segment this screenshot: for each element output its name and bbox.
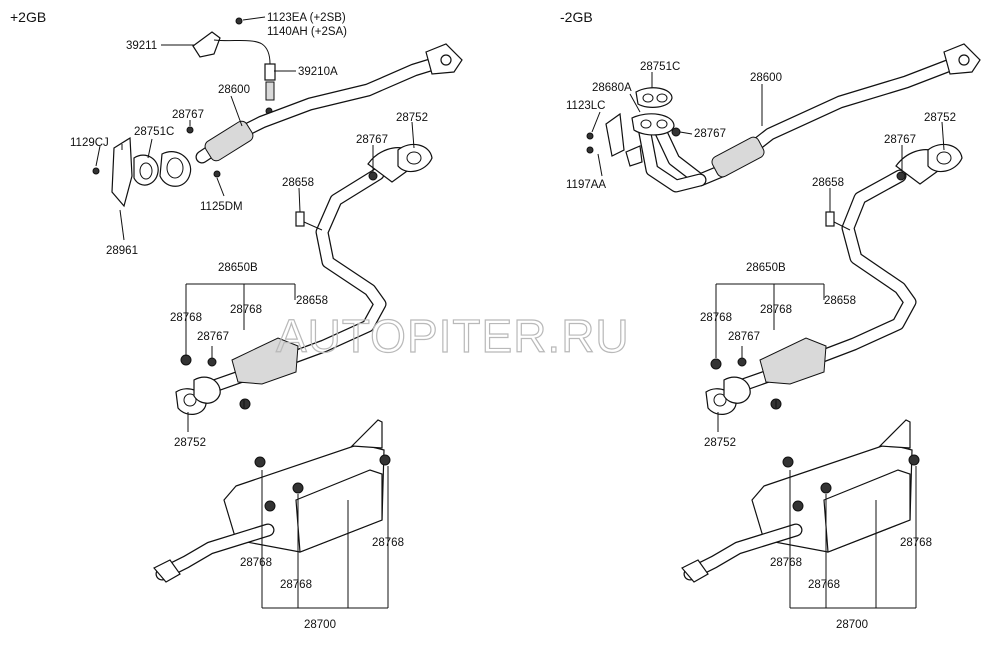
label-28680a: 28680A [592,82,632,94]
label-28751c: 28751C [640,61,680,73]
label-28767-a: 28767 [172,109,204,121]
label-28767-c: 28767 [728,331,760,343]
leader-lines [95,16,415,609]
label-1140ah: 1140AH (+2SA) [267,26,347,38]
label-28600: 28600 [218,84,250,96]
label-28768-e: 28768 [900,537,932,549]
manifold-connection [92,126,221,208]
oxygen-sensor [192,17,276,115]
label-28768-c: 28768 [770,557,802,569]
label-28767-c: 28767 [197,331,229,343]
label-28600: 28600 [750,72,782,84]
label-28650b: 28650B [218,262,258,274]
variant-label: +2GB [10,9,46,25]
muffler [153,419,391,583]
label-28700: 28700 [836,619,868,631]
label-28658-b: 28658 [296,295,328,307]
label-1197aa: 1197AA [566,179,606,191]
label-28752-a: 28752 [924,112,956,124]
label-28658-a: 28658 [812,177,844,189]
label-28751c: 28751C [134,126,174,138]
label-28752-b: 28752 [704,437,736,449]
label-28961: 28961 [106,245,138,257]
catalytic-pipe [175,143,433,415]
right-panel: -2GB [560,9,981,631]
label-28658-b: 28658 [824,295,856,307]
catalytic-pipe [705,143,963,415]
label-28768-b: 28768 [230,304,262,316]
label-28768-a: 28768 [170,312,202,324]
label-1129cj: 1129CJ [70,137,109,149]
left-panel: +2GB [10,9,463,631]
part-labels: 1123EA (+2SB) 1140AH (+2SA) 39211 39210A… [70,12,428,631]
part-labels: 28751C 28680A 28600 1123LC 28767 1197AA … [566,61,956,631]
watermark: AUTOPITER.RU [276,310,630,362]
label-39210a: 39210A [298,66,338,78]
label-28768-b: 28768 [760,304,792,316]
leader-lines [591,72,945,609]
label-28768-a: 28768 [700,312,732,324]
front-pipe [637,43,981,193]
label-1123lc: 1123LC [566,100,605,112]
front-pipe [195,43,463,164]
label-39211: 39211 [126,40,157,52]
label-1123ea: 1123EA (+2SB) [267,12,346,24]
label-28768-d: 28768 [280,579,312,591]
label-28650b: 28650B [746,262,786,274]
label-28768-c: 28768 [240,557,272,569]
label-28768-d: 28768 [808,579,840,591]
label-28752-a: 28752 [396,112,428,124]
label-28700: 28700 [304,619,336,631]
label-28658-a: 28658 [282,177,314,189]
label-28752-b: 28752 [174,437,206,449]
variant-label: -2GB [560,9,593,25]
label-28767-b: 28767 [884,134,916,146]
manifold-connection [586,87,681,167]
muffler [681,419,920,583]
label-28767-b: 28767 [356,134,388,146]
label-1125dm: 1125DM [200,201,243,213]
label-28768-e: 28768 [372,537,404,549]
label-28767-a: 28767 [694,128,726,140]
